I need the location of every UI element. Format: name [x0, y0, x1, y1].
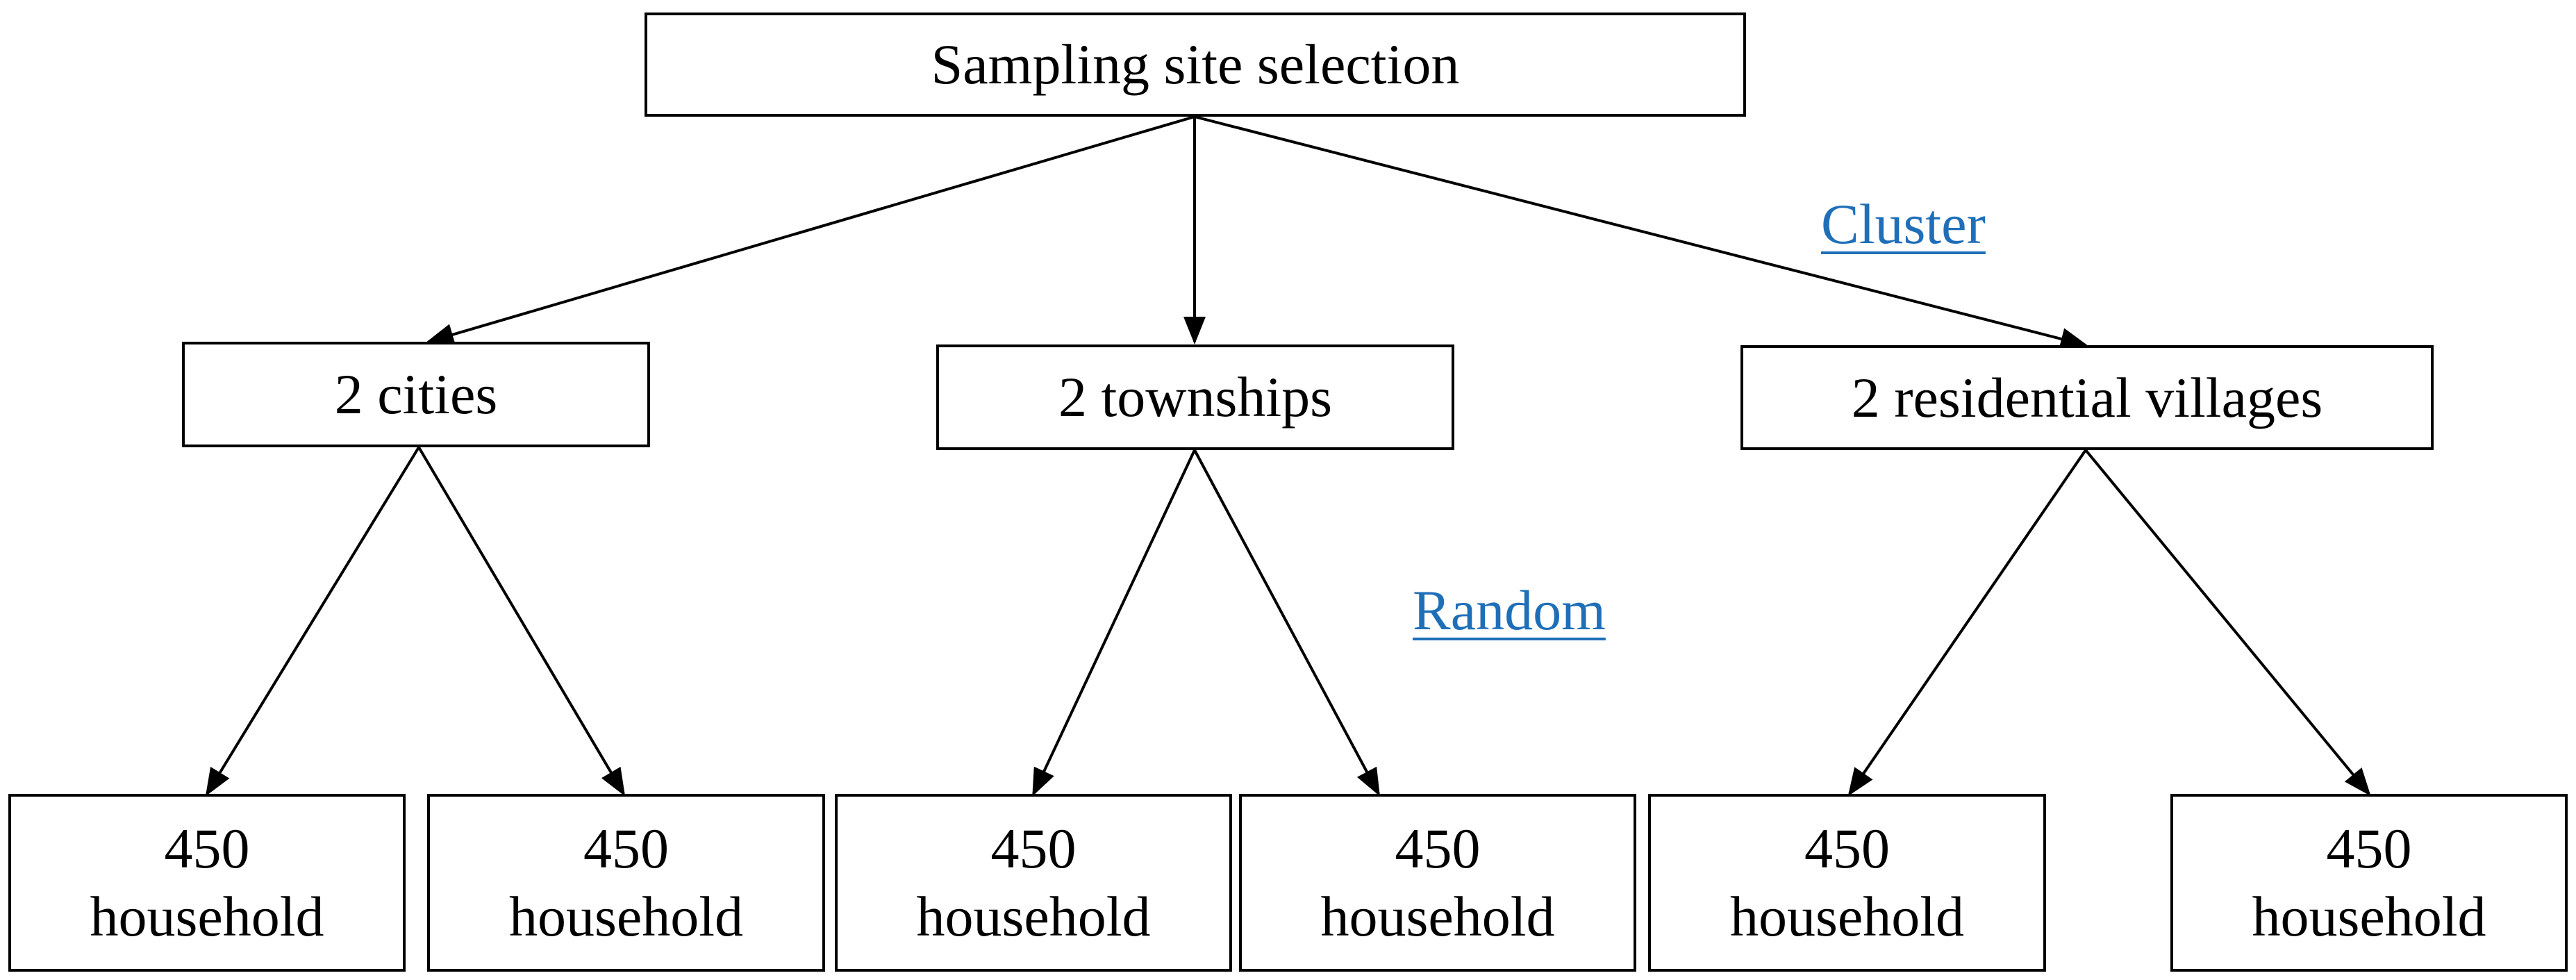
household-count: 450 [1395, 817, 1481, 880]
edge-root-to-cities [426, 115, 1195, 346]
household-node: 450 household [1239, 794, 1636, 972]
edge-villages-to-household-6 [2084, 449, 2371, 797]
household-node: 450 household [427, 794, 825, 972]
cities-node-label: 2 cities [334, 363, 498, 426]
household-count: 450 [1804, 817, 1890, 880]
household-node: 450 household [8, 794, 406, 972]
household-unit: household [508, 885, 744, 948]
townships-node-label: 2 townships [1058, 365, 1333, 429]
cities-node: 2 cities [182, 342, 650, 447]
household-unit: household [916, 885, 1151, 948]
household-count: 450 [2326, 817, 2412, 880]
edge-villages-to-household-5 [1847, 449, 2087, 797]
edge-townships-to-household-4 [1193, 449, 1380, 797]
root-node-label: Sampling site selection [931, 33, 1460, 96]
household-unit: household [1729, 885, 1965, 948]
household-node: 450 household [1648, 794, 2046, 972]
household-node: 450 household [835, 794, 1232, 972]
edge-root-to-villages [1194, 115, 2088, 350]
root-node: Sampling site selection [645, 13, 1746, 117]
townships-node: 2 townships [936, 344, 1454, 450]
edge-cities-to-household-1 [205, 446, 420, 797]
household-count: 450 [164, 817, 250, 880]
random-method-label: Random [1413, 579, 1606, 642]
household-unit: household [1320, 885, 1555, 948]
household-unit: household [90, 885, 324, 948]
edge-cities-to-household-2 [417, 446, 626, 797]
residential-villages-node: 2 residential villages [1740, 345, 2434, 450]
household-node: 450 household [2170, 794, 2568, 972]
household-count: 450 [990, 817, 1077, 880]
household-unit: household [2252, 885, 2486, 948]
household-count: 450 [583, 817, 669, 880]
residential-villages-node-label: 2 residential villages [1851, 365, 2323, 429]
edge-townships-to-household-3 [1032, 449, 1196, 797]
cluster-method-label: Cluster [1821, 192, 1986, 256]
